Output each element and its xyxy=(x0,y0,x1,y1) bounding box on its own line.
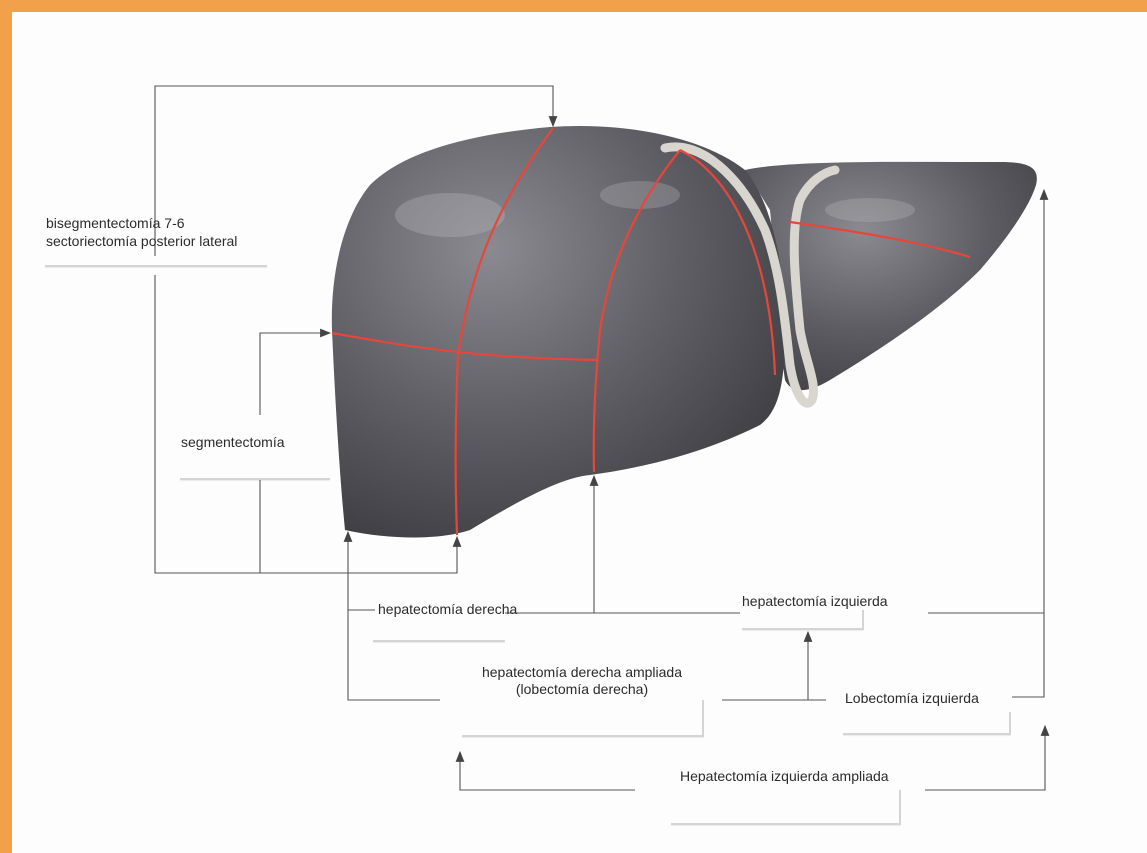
liver-right-lobe xyxy=(332,126,785,538)
label-lobectomia-derecha: (lobectomía derecha) xyxy=(452,681,712,698)
highlight-shape xyxy=(600,181,680,209)
label-underline xyxy=(45,265,267,267)
label-segmentectomia: segmentectomía xyxy=(181,434,285,451)
label-underline xyxy=(843,733,1011,735)
label-underline xyxy=(702,700,704,737)
highlight-shape xyxy=(825,198,915,222)
label-lobectomia-izquierda: Lobectomía izquierda xyxy=(845,690,979,707)
label-hepatectomia-izquierda: hepatectomía izquierda xyxy=(742,593,888,610)
label-underline xyxy=(462,735,704,737)
label-underline xyxy=(180,478,330,480)
label-sectoriectomia: sectoriectomía posterior lateral xyxy=(46,233,237,250)
label-underline xyxy=(1009,712,1011,735)
label-bisegmentectomia: bisegmentectomía 7-6 xyxy=(46,215,185,232)
label-underline xyxy=(899,790,901,825)
label-hepatectomia-derecha: hepatectomía derecha xyxy=(378,601,517,618)
label-underline xyxy=(671,823,901,825)
label-underline xyxy=(742,628,864,630)
highlight-shape xyxy=(395,193,505,237)
label-underline xyxy=(862,610,864,630)
label-hepatectomia-derecha-ampliada: hepatectomía derecha ampliada xyxy=(452,664,712,681)
label-underline xyxy=(373,640,505,642)
label-hepatectomia-izquierda-ampliada: Hepatectomía izquierda ampliada xyxy=(680,768,889,785)
